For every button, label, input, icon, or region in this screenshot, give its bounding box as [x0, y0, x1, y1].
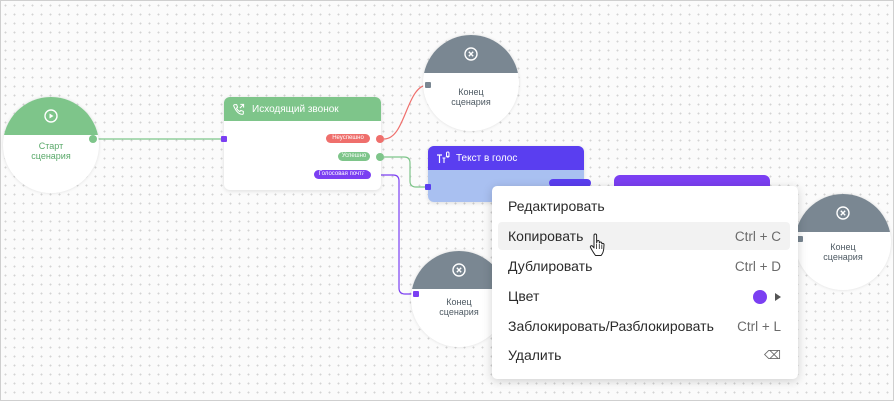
backspace-icon: ⌫ — [764, 348, 781, 362]
link-voicemail-to-end — [371, 174, 416, 295]
link-success-to-tts — [384, 156, 428, 188]
end-node-label: Конец сценария — [439, 297, 479, 317]
tts-block[interactable]: Текст в голос — [428, 146, 584, 202]
end-node-top[interactable]: Конец сценария — [423, 35, 519, 131]
end-node-bottom[interactable]: Конец сценария — [411, 251, 507, 347]
start-output-dot[interactable] — [89, 135, 97, 143]
menu-item-lock[interactable]: Заблокировать/Разблокировать Ctrl + L — [498, 312, 790, 340]
menu-item-lock-shortcut: Ctrl + L — [737, 318, 781, 334]
hand-pointer-icon — [589, 233, 605, 256]
link-fail-to-end — [383, 84, 429, 140]
menu-item-copy-label: Копировать — [508, 228, 584, 244]
menu-item-lock-label: Заблокировать/Разблокировать — [508, 318, 714, 334]
end-node-bottom-input[interactable] — [413, 291, 419, 297]
menu-item-copy-shortcut: Ctrl + C — [734, 228, 781, 244]
output-success-pill: Успешно — [338, 152, 370, 161]
end-circle-x-icon — [461, 44, 481, 64]
outgoing-call-title: Исходящий звонок — [252, 103, 339, 115]
output-voicemail-pill: Голосовая почта — [314, 170, 370, 179]
end-node-label: Конец сценария — [823, 242, 863, 262]
menu-item-color-label: Цвет — [508, 288, 540, 304]
menu-item-delete-label: Удалить — [508, 347, 562, 363]
tts-title: Текст в голос — [456, 152, 518, 164]
start-node-cap — [3, 97, 99, 135]
play-circle-icon — [41, 106, 61, 126]
menu-item-edit-label: Редактировать — [508, 198, 605, 214]
menu-item-edit[interactable]: Редактировать — [498, 192, 790, 220]
start-node[interactable]: Старт сценария — [3, 97, 99, 193]
tts-output-handle[interactable] — [549, 179, 591, 187]
menu-item-color[interactable]: Цвет — [498, 282, 790, 310]
end-circle-x-icon — [449, 260, 469, 280]
phone-outgoing-icon — [232, 102, 246, 116]
menu-item-duplicate[interactable]: Дублировать Ctrl + D — [498, 252, 790, 280]
menu-item-duplicate-label: Дублировать — [508, 258, 593, 274]
end-node-label: Конец сценария — [451, 87, 491, 107]
context-menu: Редактировать Копировать Ctrl + C Дублир… — [492, 186, 798, 379]
end-node-top-input[interactable] — [425, 82, 431, 88]
output-voicemail-dot[interactable] — [363, 171, 371, 179]
output-fail-dot[interactable] — [376, 135, 384, 143]
call-block-input[interactable] — [221, 136, 227, 142]
tts-header[interactable]: Текст в голос — [428, 146, 584, 170]
text-to-speech-icon — [436, 151, 450, 165]
start-node-label: Старт сценария — [31, 141, 71, 161]
menu-item-copy[interactable]: Копировать Ctrl + C — [498, 222, 790, 250]
output-fail-pill: Неуспешно — [326, 134, 370, 143]
submenu-arrow-icon — [775, 293, 781, 302]
outgoing-call-header[interactable]: Исходящий звонок — [224, 97, 381, 121]
end-node-right-input[interactable] — [797, 236, 803, 242]
menu-item-delete[interactable]: Удалить ⌫ — [498, 341, 790, 369]
color-swatch[interactable] — [753, 290, 767, 305]
tts-block-input[interactable] — [425, 184, 431, 190]
menu-item-duplicate-shortcut: Ctrl + D — [734, 258, 781, 274]
output-success-dot[interactable] — [376, 153, 384, 161]
outgoing-call-block[interactable]: Исходящий звонок Неуспешно Успешно Голос… — [224, 97, 381, 190]
end-circle-x-icon — [833, 203, 853, 223]
end-node-right[interactable]: Конец сценария — [795, 194, 891, 290]
